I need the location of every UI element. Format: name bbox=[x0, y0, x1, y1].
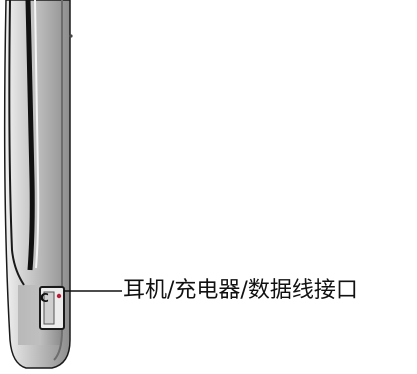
connector-port-slot bbox=[43, 291, 55, 325]
connector-callout-label: 耳机/充电器/数据线接口 bbox=[123, 278, 358, 303]
seam-stripe bbox=[25, 0, 35, 271]
flip-hinge-line bbox=[8, 0, 25, 286]
top-sensor-dot bbox=[69, 34, 73, 38]
connector-port-accent bbox=[56, 293, 62, 299]
connector-port-letter: C bbox=[40, 291, 49, 305]
seam-highlight bbox=[34, 0, 40, 269]
